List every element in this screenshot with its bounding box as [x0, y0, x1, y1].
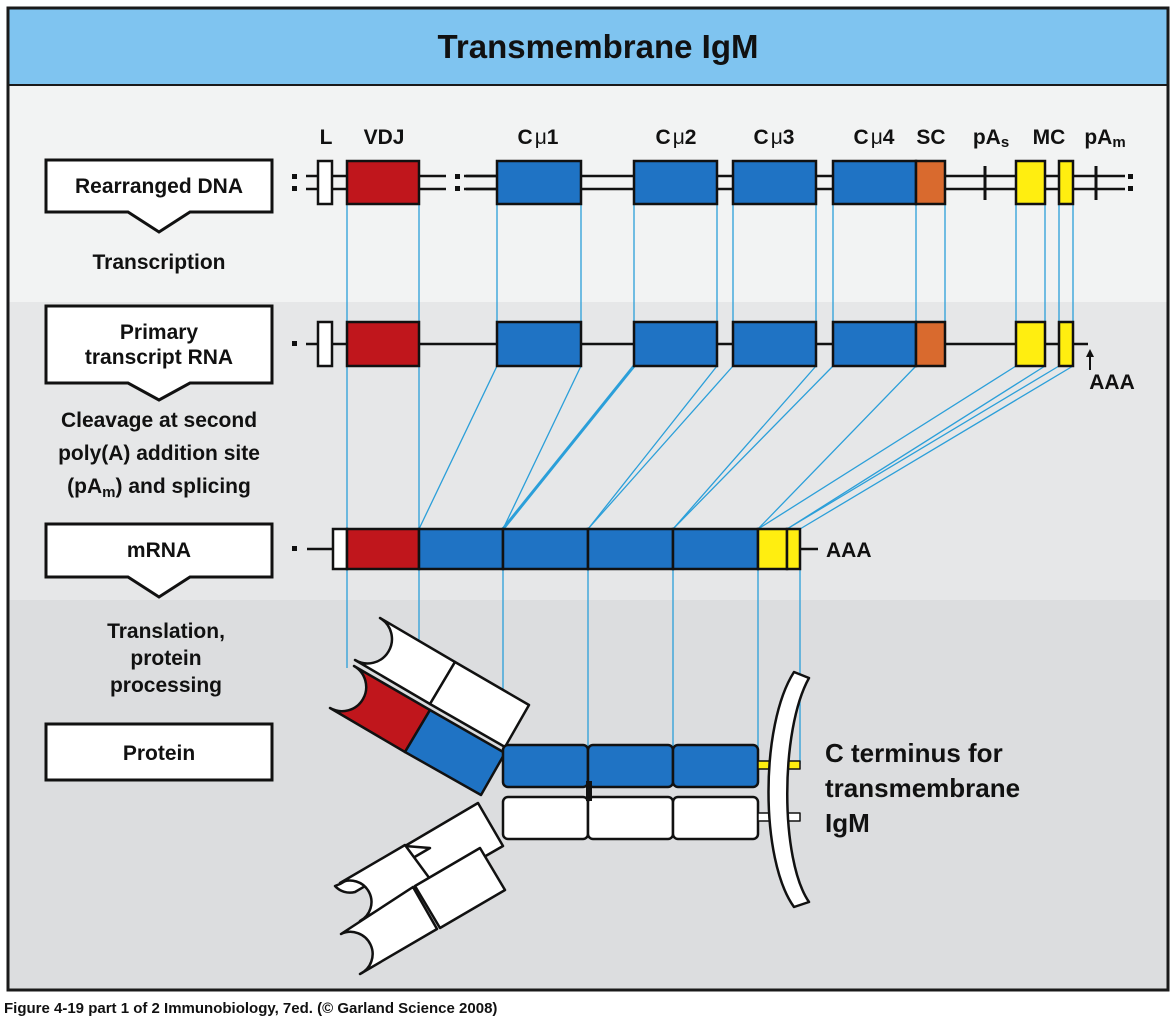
page-title: Transmembrane IgM: [438, 28, 759, 65]
rearranged-dna-row: [292, 159, 1133, 206]
lower-heavy-chain-ch2: [501, 795, 590, 841]
mrna-vdj-segment: [345, 527, 421, 571]
heavy-chain-ch4-domain: [671, 743, 760, 789]
stage-label-mrna: mRNA: [127, 539, 191, 562]
lower-heavy-chain-ch3: [586, 795, 675, 841]
protein-structure: [328, 616, 811, 976]
segment-label-pam: pAm: [1084, 126, 1125, 151]
rna-vdj-exon: [345, 320, 421, 368]
mrna-cmu2-segment: [501, 527, 590, 571]
mrna-polya-label: AAA: [826, 539, 872, 562]
stage-box-primary-transcript: Primary transcript RNA: [44, 304, 274, 402]
stage-label-protein: Protein: [123, 742, 195, 765]
mrna-cmu4-segment: [671, 527, 760, 571]
background-bands: [8, 8, 1168, 990]
mrna-mc2-segment: [785, 527, 802, 571]
dna-cmu3-exon: [731, 159, 818, 206]
transcript-start-dot: [292, 341, 297, 346]
rna-cmu2-exon: [632, 320, 719, 368]
primary-polya-label: AAA: [1089, 371, 1135, 394]
dna-l-exon: [316, 159, 334, 206]
rna-cmu3-exon: [731, 320, 818, 368]
step-cleavage-line2: poly(A) addition site: [58, 442, 260, 465]
heavy-chain-ch1-domain: [403, 708, 507, 797]
lower-arms: [333, 801, 507, 976]
stage-label-rearranged-dna: Rearranged DNA: [75, 175, 243, 198]
primary-transcript-row: AAA: [292, 320, 1135, 394]
dna-sc-exon: [914, 159, 947, 206]
rna-mc2-exon: [1057, 320, 1075, 368]
dna-cmu4-exon: [831, 159, 918, 206]
stage-box-rearranged-dna: Rearranged DNA: [44, 158, 274, 234]
rna-cmu1-exon: [495, 320, 583, 368]
header-band: [8, 8, 1168, 85]
segment-label-pas: pAs: [973, 126, 1009, 151]
heavy-chain-vh-domain: [328, 664, 432, 754]
stage-label-primary-line2: transcript RNA: [85, 346, 233, 369]
dna-mc2-exon: [1057, 159, 1075, 206]
dna-ellipsis-dots: [292, 174, 1133, 191]
segment-label-cmu3: Cμ3: [754, 126, 795, 149]
mrna-start-dot: [292, 546, 297, 551]
stage-box-protein: Protein: [44, 722, 274, 782]
segment-label-vdj: VDJ: [364, 126, 405, 149]
mrna-l-segment: [331, 527, 349, 571]
disulfide-bond: [586, 781, 592, 801]
dna-vdj-exon: [345, 159, 421, 206]
step-cleavage-line3: (pAm) and splicing: [67, 475, 251, 501]
rna-l-exon: [316, 320, 334, 368]
step-transcription: Transcription: [92, 251, 225, 274]
mrna-cmu3-segment: [586, 527, 675, 571]
segment-label-sc: SC: [916, 126, 945, 149]
stage-label-primary-line1: Primary: [120, 321, 199, 344]
step-translation-line3: processing: [110, 674, 222, 697]
dna-mc1-exon: [1014, 159, 1047, 206]
connector-lines: [346, 204, 1074, 764]
step-translation-line2: protein: [130, 647, 201, 670]
step-cleavage-line1: Cleavage at second: [61, 409, 257, 432]
panel-frame: [6, 6, 1170, 992]
heavy-chain-ch3-domain: [586, 743, 675, 789]
segment-label-cmu4: Cμ4: [854, 126, 895, 149]
c-terminus-label-line2: transmembrane: [825, 773, 1020, 803]
mrna-cmu1-segment: [417, 527, 505, 571]
rna-cmu4-exon: [831, 320, 918, 368]
stage-box-mrna: mRNA: [44, 522, 274, 599]
dna-cmu1-exon: [495, 159, 583, 206]
segment-label-mc: MC: [1033, 126, 1066, 149]
rna-sc-exon: [914, 320, 947, 368]
mrna-mc1-segment: [756, 527, 789, 571]
cleavage-arrow-icon: [1086, 349, 1094, 370]
segment-label-cmu1: Cμ1: [518, 126, 559, 149]
heavy-chain-ch2-domain: [501, 743, 590, 789]
dna-cmu2-exon: [632, 159, 719, 206]
segment-label-cmu2: Cμ2: [656, 126, 697, 149]
segment-label-l: L: [320, 126, 333, 149]
c-terminus-label-line1: C terminus for: [825, 738, 1003, 768]
light-chain-upper: [353, 616, 531, 749]
rna-mc1-exon: [1014, 320, 1047, 368]
lower-heavy-chain-ch4: [671, 795, 760, 841]
mrna-row: AAA: [292, 527, 872, 571]
segment-labels: L VDJ Cμ1 Cμ2 Cμ3 Cμ4 SC pAs MC pAm: [320, 126, 1126, 151]
figure-caption: Figure 4-19 part 1 of 2 Immunobiology, 7…: [4, 1000, 498, 1017]
cell-membrane: [767, 670, 811, 909]
step-translation-line1: Translation,: [107, 620, 225, 643]
c-terminus-label-line3: IgM: [825, 808, 870, 838]
